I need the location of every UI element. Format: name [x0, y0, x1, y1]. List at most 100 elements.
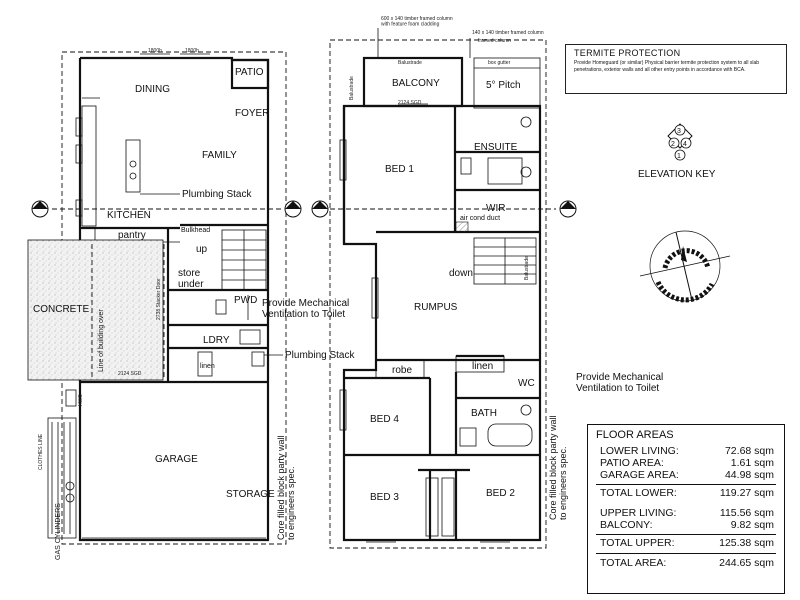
- gas-cylinders-label: GAS CYLINDERS: [55, 503, 62, 560]
- room-wir: WIR: [486, 203, 505, 214]
- text-line: Provide Mechanical: [576, 372, 663, 383]
- upper-boundary-line: [329, 39, 547, 549]
- area-value: 125.38 sqm: [719, 537, 774, 549]
- room-bed1: BED 1: [385, 164, 414, 175]
- ground-party-wall-note-1: Core filled block party wallto engineers…: [276, 435, 296, 540]
- column-callout-3: framed column: [478, 38, 511, 44]
- area-value: 44.98 sqm: [724, 469, 774, 481]
- text-line: to engineers spec.: [558, 446, 568, 520]
- area-label: UPPER LIVING:: [600, 507, 677, 519]
- box-gutter-label: box gutter: [488, 60, 511, 66]
- text-line: store: [178, 268, 201, 279]
- upper-linen-label: linen: [472, 361, 493, 372]
- upper-linen-cupboard: [455, 355, 505, 373]
- room-wc: WC: [518, 378, 535, 389]
- dim-2124-ground: 2124 SGD: [118, 371, 142, 377]
- upper-party-wall-note-1: Core filled block party wallto engineers…: [548, 415, 568, 520]
- clothes-line-area: [47, 417, 77, 539]
- upper-robe-label: robe: [392, 365, 412, 376]
- concrete-area: [27, 239, 164, 381]
- termite-body: Provide Homeguard (or similar) Physical …: [574, 60, 760, 73]
- plumbing-stack-label-1: Plumbing Stack: [182, 189, 252, 200]
- text-line: with feature foam cladding: [381, 22, 440, 28]
- area-row-balcony: BALCONY: 9.82 sqm: [596, 519, 776, 531]
- stacker-door-label: 2738 Stacker Door: [156, 278, 162, 320]
- room-ldry: LDRY: [203, 335, 230, 346]
- room-patio: PATIO: [235, 67, 264, 78]
- text-line: Core filled block party wall: [548, 415, 558, 520]
- compass-sun-diagram: [639, 230, 731, 303]
- plumbing-stack-label-2: Plumbing Stack: [285, 350, 355, 361]
- room-storage: STORAGE: [226, 489, 275, 500]
- line-of-building-label: Line of building over: [98, 309, 105, 372]
- area-label: BALCONY:: [600, 519, 653, 531]
- area-label: PATIO AREA:: [600, 457, 664, 469]
- text-line: Provide Mechanical: [262, 298, 349, 309]
- elevation-key: 3 2 4 1 ELEVATION KEY: [638, 123, 716, 180]
- area-value: 1.61 sqm: [730, 457, 774, 469]
- room-bath: BATH: [471, 408, 497, 419]
- area-value: 244.65 sqm: [719, 557, 774, 569]
- ground-linen-label: linen: [200, 363, 215, 370]
- room-pantry: pantry: [118, 230, 146, 241]
- termite-protection-note: TERMITE PROTECTION Provide Homeguard (or…: [565, 44, 787, 94]
- text-line: Ventilation to Toilet: [262, 309, 345, 320]
- roof-pitch-label: 5° Pitch: [486, 80, 521, 91]
- patio-wall: [230, 58, 270, 90]
- stair-balustrade: Balustrade: [524, 256, 530, 280]
- kitchen-bench: [81, 105, 97, 227]
- area-value: 72.68 sqm: [724, 445, 774, 457]
- elevation-key-1: 1: [677, 153, 681, 160]
- air-cond-duct-label: air cond duct: [460, 215, 500, 222]
- floor-areas-table: FLOOR AREAS LOWER LIVING: 72.68 sqm PATI…: [587, 424, 785, 594]
- area-label: GARAGE AREA:: [600, 469, 679, 481]
- room-pwd: PWD: [234, 295, 257, 306]
- area-row-lower-living: LOWER LIVING: 72.68 sqm: [596, 445, 776, 457]
- area-row-garage: GARAGE AREA: 44.98 sqm: [596, 469, 776, 481]
- area-value: 9.82 sqm: [730, 519, 774, 531]
- robe-b-cupboard: [441, 477, 455, 537]
- termite-title: TERMITE PROTECTION: [574, 48, 681, 58]
- ground-floor-plan: 1800h 1800h DINING PATIO FOYER FAMILY KI…: [27, 48, 355, 545]
- room-family: FAMILY: [202, 150, 237, 161]
- room-dining: DINING: [135, 84, 170, 95]
- upper-outer-wall: [342, 104, 542, 542]
- room-bed3: BED 3: [370, 492, 399, 503]
- balustrade-label: Balustrade: [398, 60, 422, 66]
- linen-cupboard: [197, 351, 213, 377]
- area-row-total-area: TOTAL AREA: 244.65 sqm: [596, 553, 776, 569]
- area-row-patio: PATIO AREA: 1.61 sqm: [596, 457, 776, 469]
- text-line: to engineers spec.: [286, 466, 296, 540]
- area-label: LOWER LIVING:: [600, 445, 679, 457]
- text-line: Ventilation to Toilet: [576, 383, 659, 394]
- elevation-key-title: ELEVATION KEY: [638, 169, 716, 180]
- window-label-2: 1800h: [185, 48, 199, 54]
- kitchen-island: [125, 139, 141, 193]
- elevation-key-4: 4: [683, 141, 687, 148]
- text-line: 600 x 140 timber framed column: [381, 16, 453, 22]
- area-row-total-lower: TOTAL LOWER: 119.27 sqm: [596, 484, 776, 499]
- area-label: TOTAL AREA:: [600, 557, 667, 569]
- room-bed2: BED 2: [486, 488, 515, 499]
- elevation-key-3: 3: [677, 128, 681, 135]
- floor-areas-title: FLOOR AREAS: [596, 429, 674, 441]
- area-row-upper-living: UPPER LIVING: 115.56 sqm: [596, 507, 776, 519]
- area-label: TOTAL LOWER:: [600, 487, 677, 499]
- room-kitchen: KITCHEN: [107, 210, 151, 221]
- window-label-1: 1800h: [148, 48, 162, 54]
- robe-a-cupboard: [425, 477, 439, 537]
- room-bed4: BED 4: [370, 414, 399, 425]
- text-line: Core filled block party wall: [276, 435, 286, 540]
- roof-pitch-area: [473, 57, 541, 109]
- bulkhead-label: Bulkhead: [181, 227, 210, 234]
- room-ensuite: ENSUITE: [474, 142, 518, 153]
- stair-down-label: down: [449, 268, 473, 279]
- room-balcony: BALCONY: [392, 78, 440, 89]
- clothes-line-label: CLOTHES LINE: [38, 433, 44, 470]
